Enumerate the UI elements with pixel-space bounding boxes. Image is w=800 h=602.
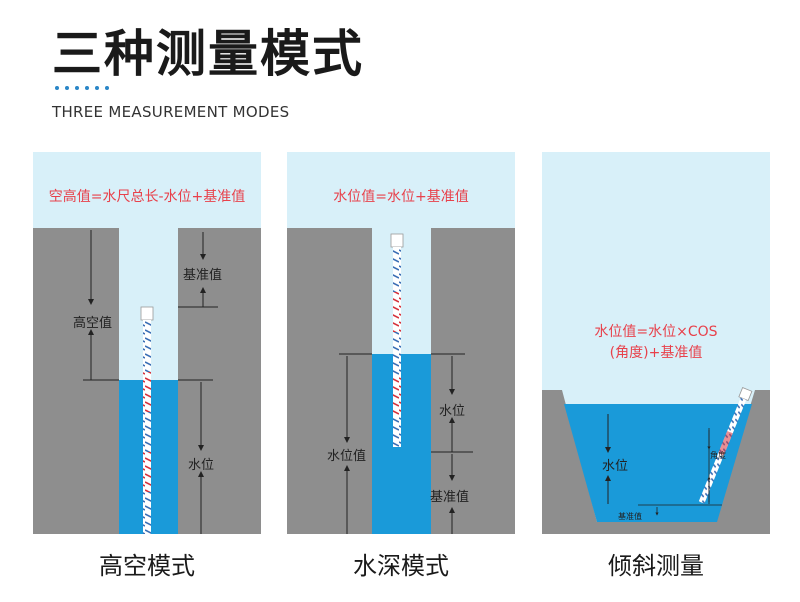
label-water-level: 水位 [439,404,466,419]
caption-air-mode: 高空模式 [99,552,195,580]
formula-tilt-mode-line2: (角度)+基准值 [609,345,703,361]
formula-depth-mode: 水位值=水位+基准值 [333,189,469,205]
page-title: 三种测量模式 [52,25,364,83]
formula-tilt-mode-line1: 水位值=水位×COS [594,324,718,340]
tilt-mode-diagram [542,152,770,534]
title-dots [55,86,109,90]
air-mode-diagram [33,152,261,534]
formula-air-mode: 空高值=水尺总长-水位+基准值 [48,189,246,205]
label-baseline: 基准值 [430,490,470,505]
label-water-level: 水位 [602,459,629,474]
label-angle: 角度 [710,451,726,460]
panel-depth-mode: 水位值=水位+基准值 水位值 水位 基准值 [287,152,515,534]
depth-mode-diagram [287,152,515,534]
label-water-value: 水位值 [327,449,367,464]
panel-air-mode: 空高值=水尺总长-水位+基准值 高空值 基准值 水位 [33,152,261,534]
caption-depth-mode: 水深模式 [353,552,449,580]
label-baseline: 基准值 [183,268,223,283]
label-water-level: 水位 [188,458,215,473]
caption-tilt-mode: 倾斜测量 [608,552,704,580]
panel-tilt-mode: 水位值=水位×COS (角度)+基准值 水位 角度 基准值 [542,152,770,534]
label-baseline: 基准值 [618,512,642,521]
label-air-height: 高空值 [73,316,113,331]
page-subtitle: THREE MEASUREMENT MODES [52,103,290,121]
